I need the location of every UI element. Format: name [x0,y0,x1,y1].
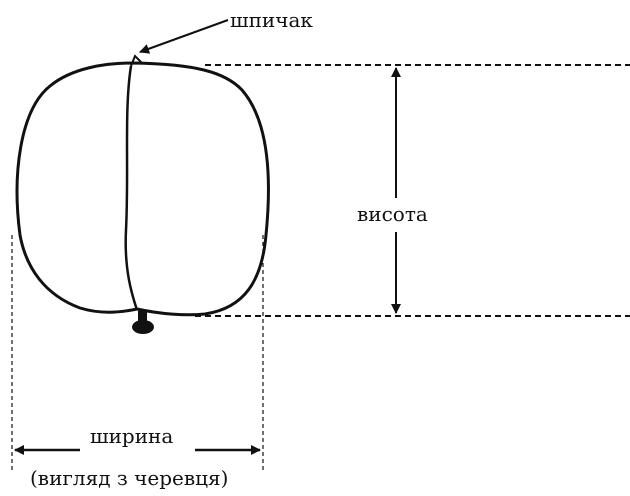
center-seam [124,65,139,311]
tip-label: шпичак [230,8,313,32]
fruit-outline [15,61,270,317]
height-label: висота [357,202,428,226]
stalk-blob [132,320,154,334]
width-label: ширина [90,424,173,448]
tip-pointer-arrow [139,19,229,54]
tip-nub [130,54,143,67]
stalk-stem [138,311,147,323]
view-caption: (вигляд з черевця) [30,466,228,490]
